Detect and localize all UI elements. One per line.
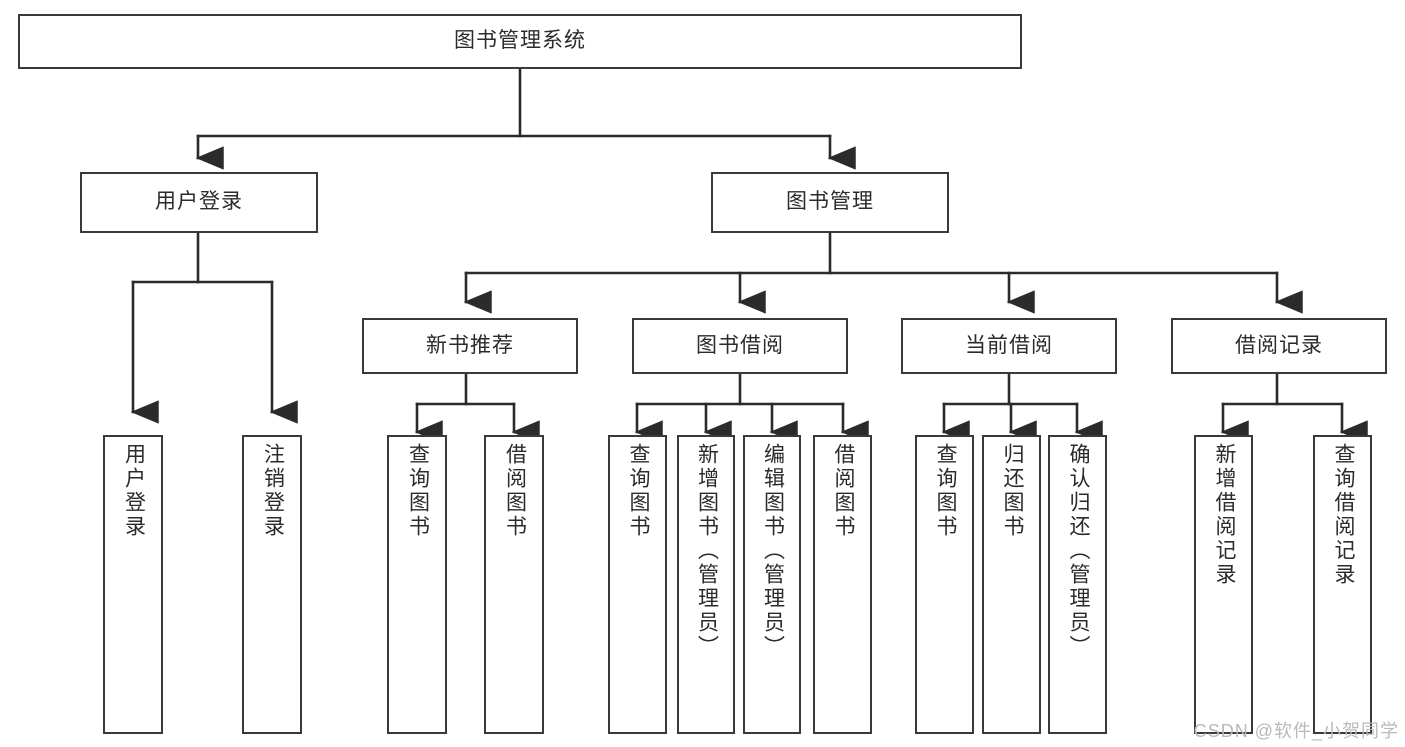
node-leaf-query-record[interactable]: 查询借阅记录 <box>1313 435 1372 734</box>
node-leaf-user-login[interactable]: 用户登录 <box>103 435 163 734</box>
node-current-borrow-label: 当前借阅 <box>965 333 1053 357</box>
node-leaf-add-book-label: 新增图书（管理员） <box>695 443 719 659</box>
node-leaf-confirm-return-label: 确认归还（管理员） <box>1066 443 1090 659</box>
node-book-manage[interactable]: 图书管理 <box>711 172 949 233</box>
node-borrow-record-label: 借阅记录 <box>1235 333 1323 357</box>
node-borrow-record[interactable]: 借阅记录 <box>1171 318 1387 374</box>
node-leaf-borrow-book-1[interactable]: 借阅图书 <box>484 435 544 734</box>
node-leaf-query-book-2-label: 查询图书 <box>626 443 650 539</box>
node-leaf-query-book-2[interactable]: 查询图书 <box>608 435 667 734</box>
node-leaf-query-book-3[interactable]: 查询图书 <box>915 435 974 734</box>
node-leaf-borrow-book-2-label: 借阅图书 <box>831 443 855 539</box>
node-leaf-logout[interactable]: 注销登录 <box>242 435 302 734</box>
node-root-label: 图书管理系统 <box>454 29 586 53</box>
node-user-login-label: 用户登录 <box>155 190 243 214</box>
node-book-borrow[interactable]: 图书借阅 <box>632 318 848 374</box>
node-leaf-query-book-1-label: 查询图书 <box>406 443 430 539</box>
node-leaf-add-record-label: 新增借阅记录 <box>1212 443 1236 587</box>
node-leaf-return-book-label: 归还图书 <box>1000 443 1024 539</box>
node-leaf-add-record[interactable]: 新增借阅记录 <box>1194 435 1253 734</box>
node-leaf-borrow-book-2[interactable]: 借阅图书 <box>813 435 872 734</box>
node-leaf-add-book[interactable]: 新增图书（管理员） <box>677 435 735 734</box>
node-user-login[interactable]: 用户登录 <box>80 172 318 233</box>
node-book-borrow-label: 图书借阅 <box>696 333 784 357</box>
node-root[interactable]: 图书管理系统 <box>18 14 1022 69</box>
node-leaf-edit-book-label: 编辑图书（管理员） <box>761 443 785 659</box>
node-leaf-query-book-1[interactable]: 查询图书 <box>387 435 447 734</box>
node-leaf-return-book[interactable]: 归还图书 <box>982 435 1041 734</box>
csdn-watermark: CSDN @软件_小贺同学 <box>1193 721 1399 741</box>
node-new-book-recommend-label: 新书推荐 <box>426 333 514 357</box>
node-leaf-logout-label: 注销登录 <box>261 443 285 539</box>
node-leaf-confirm-return[interactable]: 确认归还（管理员） <box>1048 435 1107 734</box>
node-leaf-user-login-label: 用户登录 <box>122 443 146 539</box>
node-current-borrow[interactable]: 当前借阅 <box>901 318 1117 374</box>
node-leaf-query-book-3-label: 查询图书 <box>933 443 957 539</box>
node-book-manage-label: 图书管理 <box>786 190 874 214</box>
node-leaf-edit-book[interactable]: 编辑图书（管理员） <box>743 435 801 734</box>
node-leaf-query-record-label: 查询借阅记录 <box>1331 443 1355 587</box>
node-new-book-recommend[interactable]: 新书推荐 <box>362 318 578 374</box>
node-leaf-borrow-book-1-label: 借阅图书 <box>503 443 527 539</box>
